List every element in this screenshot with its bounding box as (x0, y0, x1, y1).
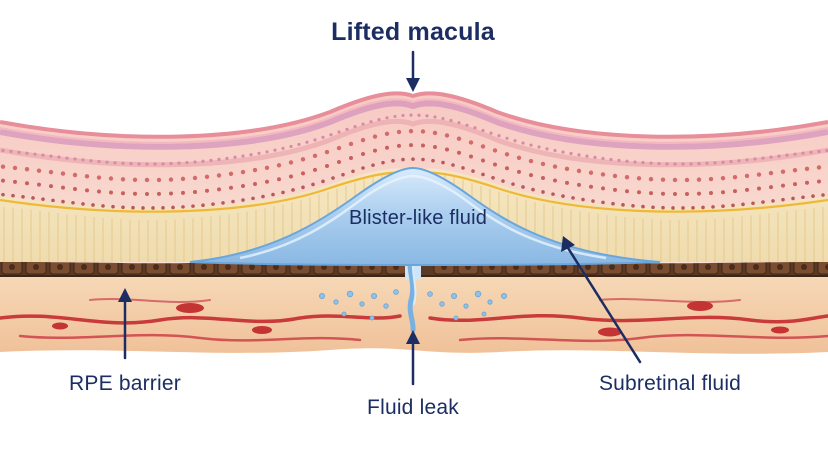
label-subretinal-fluid: Subretinal fluid (599, 372, 741, 395)
leak-droplets (318, 289, 507, 321)
arrows (118, 50, 642, 386)
label-fluid-leak: Fluid leak (367, 396, 459, 419)
arrow-lifted-macula (406, 50, 420, 92)
arrow-rpe-barrier (118, 288, 132, 360)
label-rpe-barrier: RPE barrier (69, 372, 181, 395)
choroid-vessels (0, 298, 828, 343)
label-lifted-macula: Lifted macula (331, 18, 496, 46)
label-blister-fluid: Blister-like fluid (349, 207, 487, 229)
arrow-fluid-leak (406, 330, 420, 386)
fluid-blister (189, 166, 661, 266)
choroid-layer (0, 276, 828, 354)
arrow-subretinal-fluid (561, 236, 642, 364)
